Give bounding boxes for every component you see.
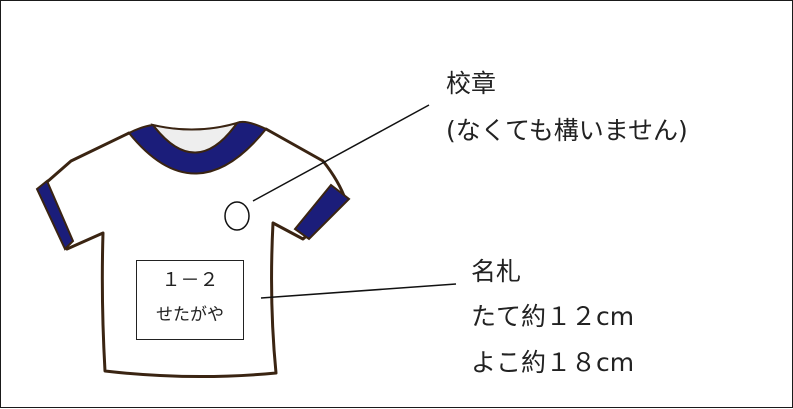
badge-title: 校章: [446, 69, 497, 98]
nametag-height: たて約１２cm: [471, 302, 635, 331]
badge-leader-line: [252, 104, 430, 202]
badge-note: (なくても構いません): [446, 116, 688, 145]
nametag-title: 名札: [471, 257, 522, 286]
collar-inner: [150, 121, 240, 154]
name-tag-class: １－２: [161, 269, 219, 291]
left-sleeve-cuff: [35, 179, 75, 251]
name-tag: １－２ せたがや: [136, 260, 244, 340]
nametag-leader-line: [260, 283, 457, 299]
right-sleeve-cuff: [293, 183, 351, 241]
name-tag-name: せたがや: [156, 305, 224, 325]
nametag-width: よこ約１８cm: [471, 348, 635, 377]
school-badge-circle: [224, 201, 250, 231]
